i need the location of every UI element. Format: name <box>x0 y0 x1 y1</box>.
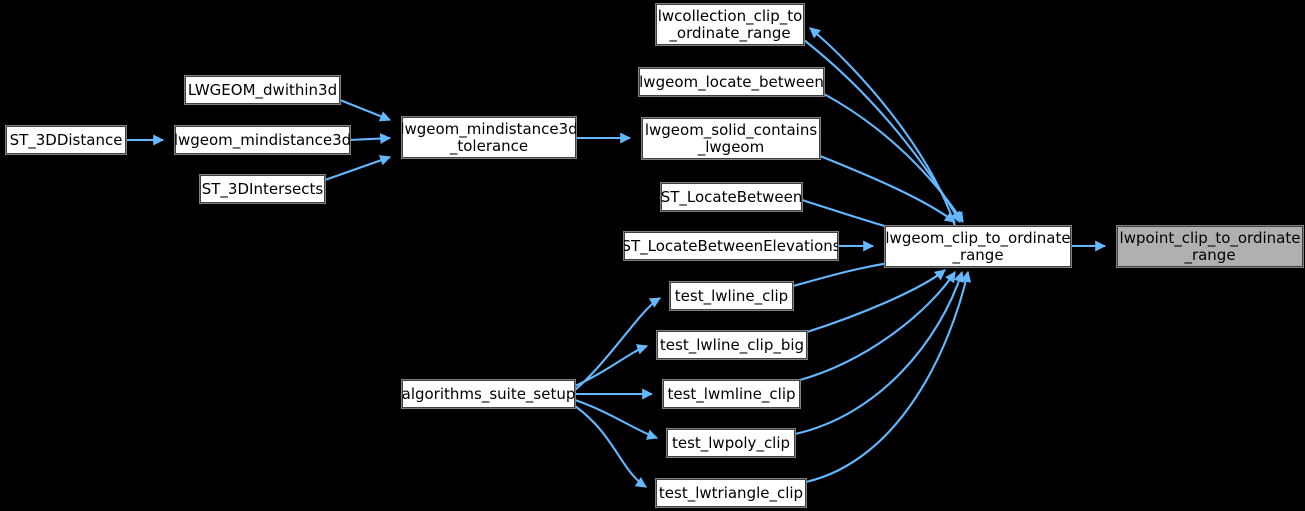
call-edge <box>574 344 649 387</box>
graph-node-test_lwtriangle_clip[interactable]: test_lwtriangle_clip <box>655 478 807 508</box>
call-edge <box>794 270 965 436</box>
call-edge <box>574 405 647 488</box>
graph-node-test_lwmline_clip[interactable]: test_lwmline_clip <box>662 379 801 409</box>
graph-node-lwgeom_locate_between[interactable]: lwgeom_locate_between <box>638 67 825 97</box>
call-edge <box>574 297 661 391</box>
call-edge <box>574 399 659 440</box>
graph-node-lwgeom_dwithin3d[interactable]: LWGEOM_dwithin3d <box>184 75 341 105</box>
call-edge <box>803 39 961 223</box>
call-edge <box>819 155 956 223</box>
graph-node-st_3dintersects[interactable]: ST_3DIntersects <box>199 174 326 204</box>
call-edge <box>809 27 956 227</box>
graph-node-lwgeom_solid_contains_lwgeom[interactable]: lwgeom_solid_contains _lwgeom <box>641 117 821 160</box>
edges <box>126 27 1107 488</box>
graph-node-lwgeom_clip_to_ordinate_range[interactable]: lwgeom_clip_to_ordinate _range <box>884 225 1072 268</box>
call-edge <box>349 133 392 144</box>
call-edge <box>805 270 972 484</box>
call-edge <box>823 93 964 223</box>
graph-node-test_lwline_clip_big[interactable]: test_lwline_clip_big <box>656 330 808 360</box>
graph-node-test_lwline_clip[interactable]: test_lwline_clip <box>669 281 794 311</box>
graph-node-algorithms_suite_setup[interactable]: algorithms_suite_setup <box>401 379 576 409</box>
graph-node-lwpoint_clip_to_ordinate_range[interactable]: lwpoint_clip_to_ordinate _range <box>1116 225 1304 268</box>
graph-node-st_locatebetween[interactable]: ST_LocateBetween <box>660 182 803 212</box>
call-edge <box>806 269 946 333</box>
call-edge <box>339 99 392 122</box>
call-edge <box>324 155 392 181</box>
call-edge <box>799 271 956 382</box>
graph-node-lwgeom_mindistance3d_tolerance[interactable]: lwgeom_mindistance3d _tolerance <box>400 116 578 159</box>
graph-node-lwcollection_clip[interactable]: lwcollection_clip_to _ordinate_range <box>655 3 805 46</box>
graph-node-st_locatebetweenelevations[interactable]: ST_LocateBetweenElevations <box>621 231 841 261</box>
graph-node-test_lwpoly_clip[interactable]: test_lwpoly_clip <box>666 428 796 458</box>
graph-node-st_3ddistance[interactable]: ST_3DDistance <box>5 125 127 155</box>
graph-node-lwgeom_mindistance3d[interactable]: lwgeom_mindistance3d <box>174 125 351 155</box>
